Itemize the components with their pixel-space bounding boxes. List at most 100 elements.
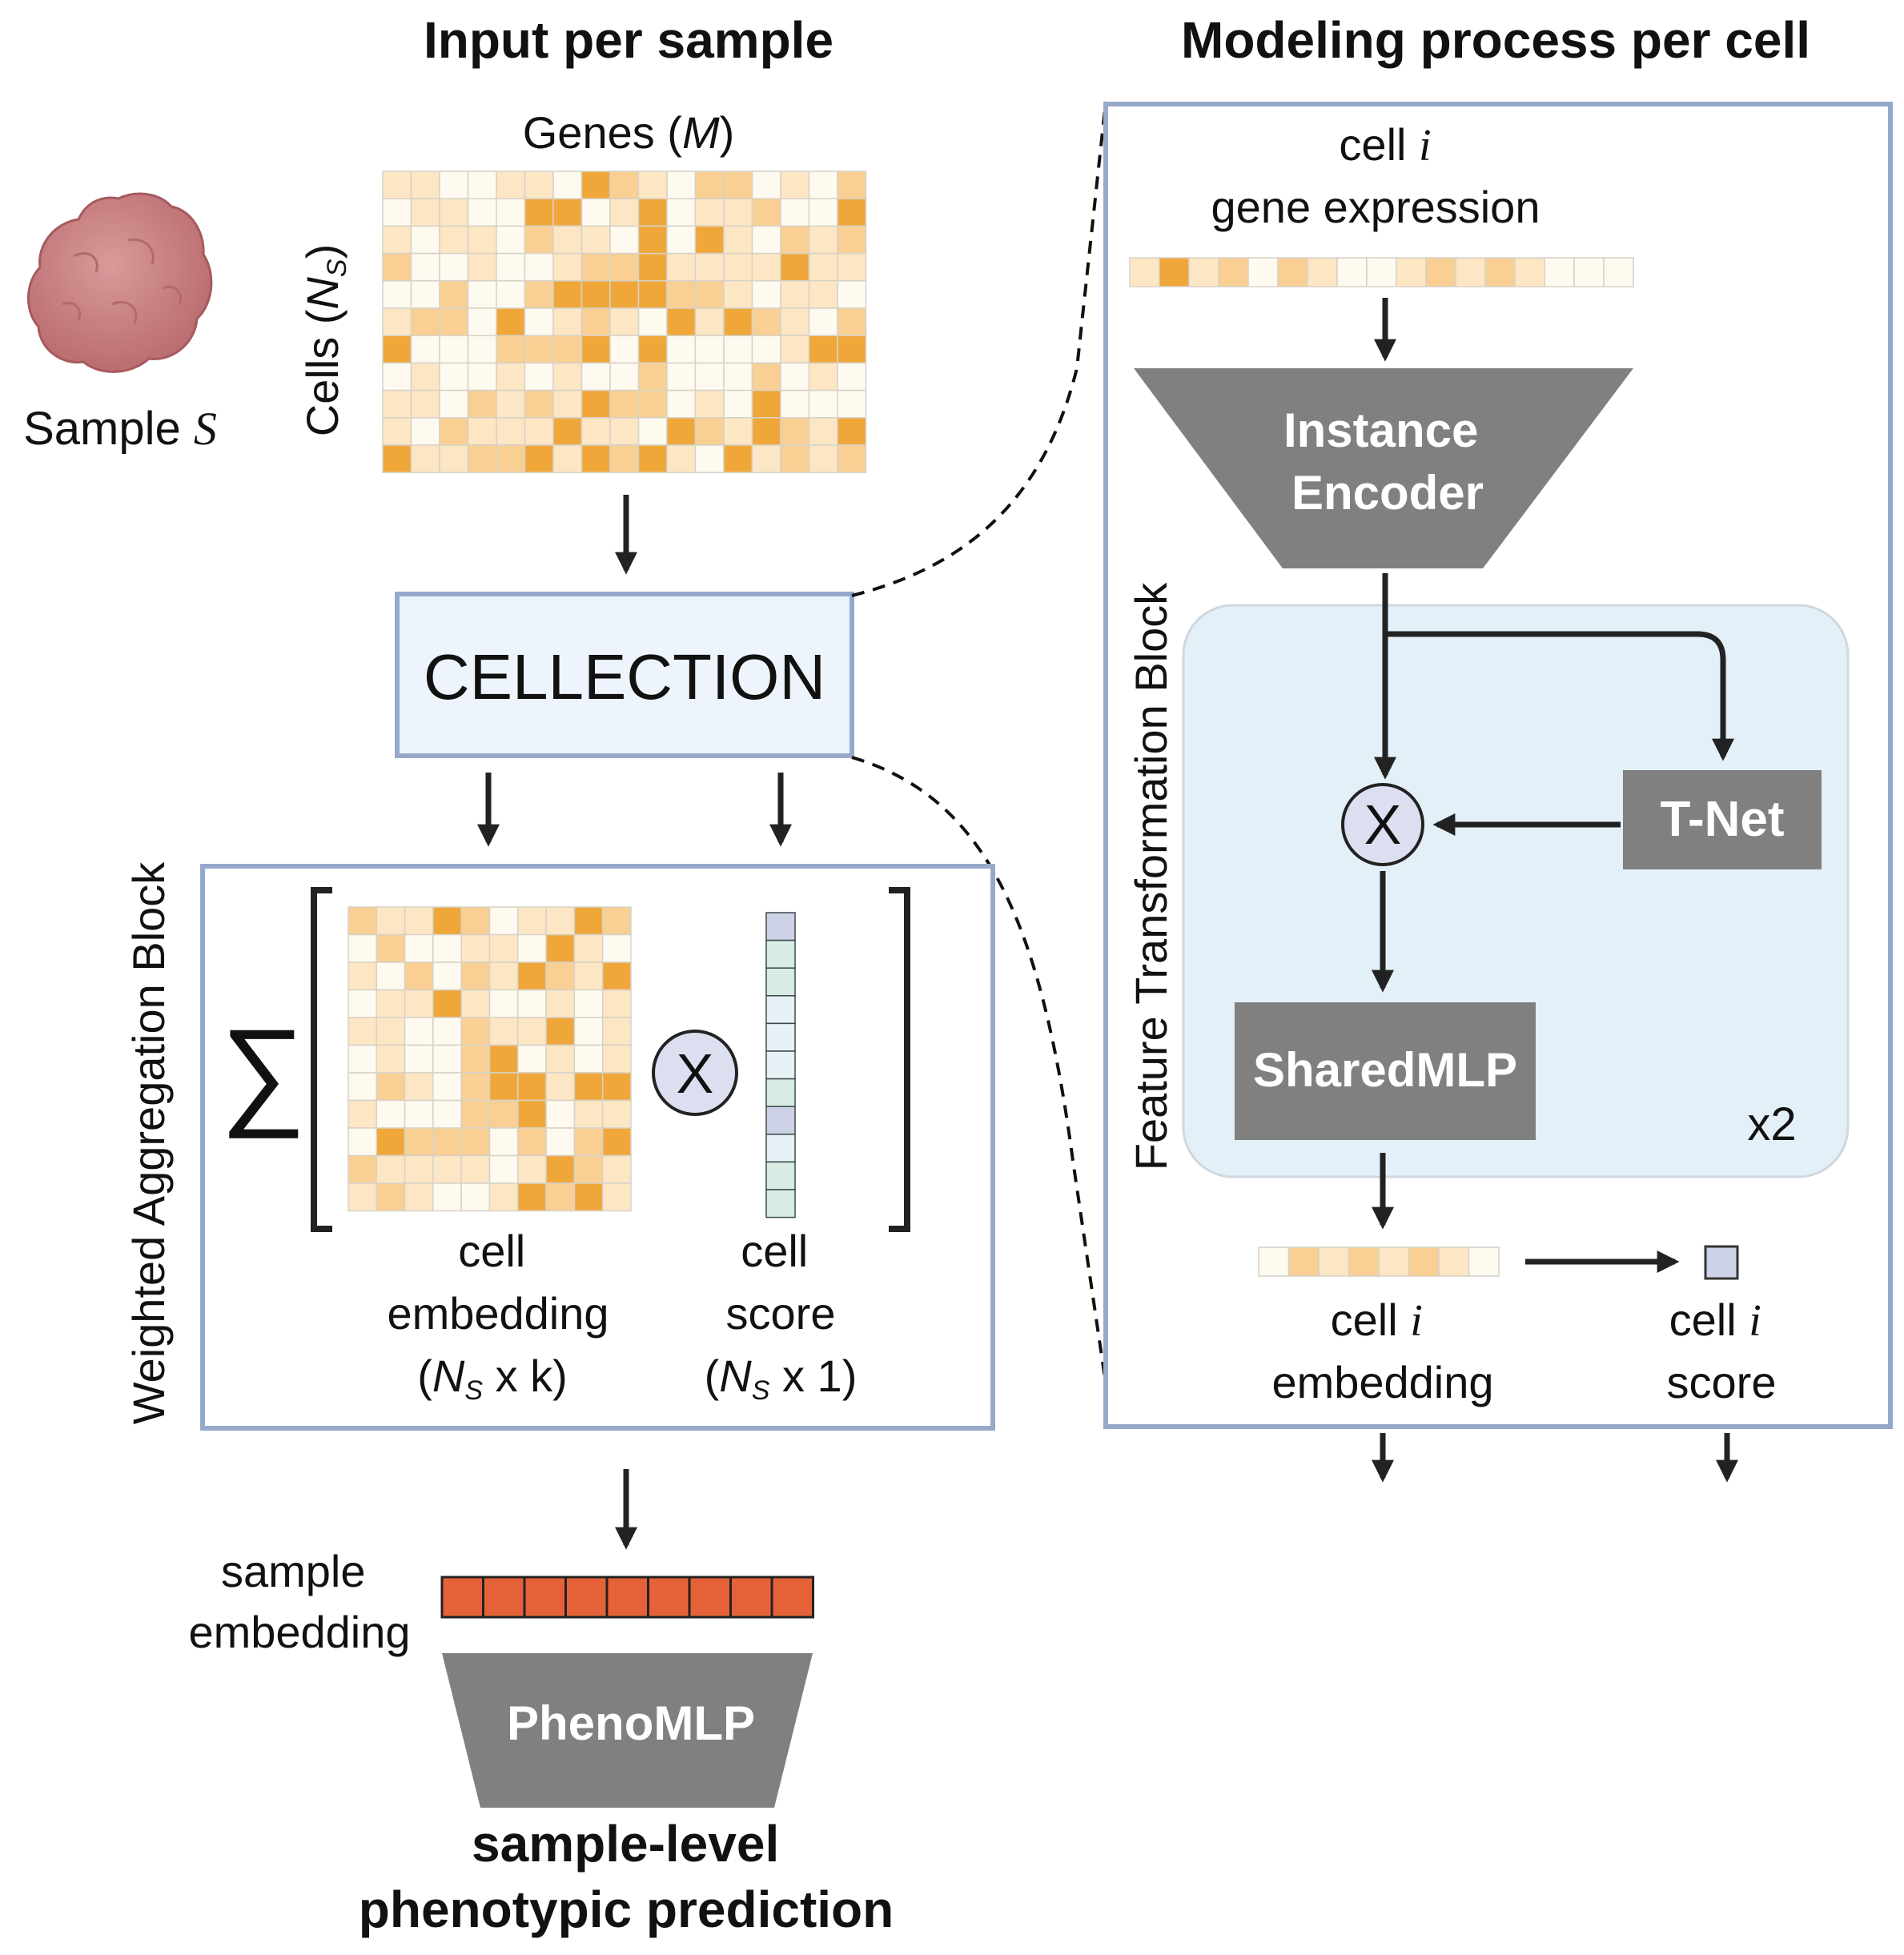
- matrix-cell: [552, 362, 583, 391]
- cell-i-embedding-label: cell i embedding: [1271, 1295, 1493, 1407]
- matrix-cell: [751, 362, 781, 391]
- embedding-cell: [545, 961, 576, 991]
- embedding-cell: [460, 933, 491, 963]
- embedding-cell: [517, 933, 547, 963]
- matrix-cell: [694, 198, 725, 227]
- matrix-cell: [666, 335, 697, 364]
- embedding-cell: [376, 1127, 406, 1157]
- embedding-cell: [347, 989, 378, 1018]
- sample-embedding-cell: [564, 1576, 609, 1619]
- embedding-cell: [601, 989, 632, 1018]
- matrix-cell: [410, 307, 440, 336]
- embedding-cell: [488, 1044, 519, 1074]
- sample-embedding-label: sample embedding: [188, 1546, 410, 1657]
- matrix-cell: [382, 252, 412, 282]
- matrix-cell: [496, 389, 526, 419]
- embedding-cell: [404, 1072, 434, 1102]
- phenomlp-label: PhenoMLP: [507, 1696, 755, 1750]
- embedding-cell: [488, 1099, 519, 1129]
- matrix-cell: [496, 252, 526, 282]
- matrix-cell: [410, 280, 440, 309]
- gene-vector-cell: [1573, 257, 1605, 287]
- embedding-cell: [488, 1127, 519, 1157]
- matrix-cell: [580, 307, 611, 336]
- matrix-cell: [780, 307, 810, 336]
- embedding-vector-cell: [1258, 1246, 1290, 1277]
- matrix-cell: [410, 362, 440, 391]
- matrix-cell: [524, 335, 554, 364]
- matrix-cell: [723, 252, 753, 282]
- embedding-cell: [488, 961, 519, 991]
- embedding-cell: [601, 1044, 632, 1074]
- embedding-cell: [432, 1072, 462, 1102]
- gene-vector-cell: [1396, 257, 1427, 287]
- matrix-cell: [723, 444, 753, 473]
- score-cell: [765, 1134, 796, 1163]
- embedding-cell: [347, 961, 378, 991]
- matrix-cell: [637, 307, 668, 336]
- cellection-box: [395, 592, 854, 758]
- embedding-cell: [460, 906, 491, 936]
- matrix-cell: [552, 171, 583, 199]
- score-cell: [765, 995, 796, 1025]
- embedding-vector-cell: [1287, 1246, 1320, 1277]
- matrix-cell: [609, 307, 640, 336]
- sample-embedding-cell: [688, 1576, 732, 1619]
- gene-vector-cell: [1307, 257, 1338, 287]
- matrix-cell: [837, 335, 867, 364]
- matrix-cell: [666, 444, 697, 473]
- embedding-vector-cell: [1438, 1246, 1470, 1277]
- feature-transformation-label: Feature Transformation Block: [1126, 582, 1176, 1171]
- embedding-cell: [573, 1017, 604, 1046]
- embedding-cell: [573, 961, 604, 991]
- matrix-cell: [439, 389, 469, 419]
- embedding-cell: [376, 933, 406, 963]
- matrix-cell: [552, 444, 583, 473]
- gene-vector-cell: [1366, 257, 1397, 287]
- matrix-cell: [439, 444, 469, 473]
- matrix-cell: [609, 171, 640, 199]
- score-cell: [765, 1022, 796, 1052]
- matrix-cell: [751, 280, 781, 309]
- matrix-cell: [439, 252, 469, 282]
- embedding-cell: [432, 933, 462, 963]
- embedding-cell: [432, 1099, 462, 1129]
- embedding-cell: [517, 1099, 547, 1129]
- score-cell: [765, 1161, 796, 1190]
- sample-embedding-cell: [729, 1576, 773, 1619]
- matrix-cell: [552, 225, 583, 255]
- matrix-cell: [382, 225, 412, 255]
- bracket-right: [889, 887, 910, 1232]
- gene-vector-cell: [1425, 257, 1456, 287]
- matrix-cell: [410, 225, 440, 255]
- embedding-cell: [545, 1154, 576, 1184]
- matrix-cell: [552, 335, 583, 364]
- matrix-cell: [467, 335, 497, 364]
- embedding-cell: [573, 933, 604, 963]
- matrix-cell: [808, 389, 838, 419]
- matrix-cell: [467, 389, 497, 419]
- matrix-cell: [808, 307, 838, 336]
- embedding-cell: [376, 1072, 406, 1102]
- matrix-cell: [637, 198, 668, 227]
- matrix-cell: [723, 362, 753, 391]
- matrix-cell: [751, 389, 781, 419]
- embedding-cell: [404, 989, 434, 1018]
- matrix-cell: [580, 252, 611, 282]
- matrix-cell: [496, 198, 526, 227]
- cell-embedding-label: cell embedding: [387, 1226, 609, 1339]
- cell-embedding-dims: (NS x k): [417, 1351, 568, 1406]
- embedding-cell: [460, 1154, 491, 1184]
- embedding-cell: [517, 989, 547, 1018]
- matrix-cell: [382, 307, 412, 336]
- matrix-cell: [439, 307, 469, 336]
- matrix-cell: [524, 225, 554, 255]
- matrix-cell: [637, 389, 668, 419]
- matrix-cell: [637, 362, 668, 391]
- gene-expression-matrix: [382, 171, 867, 473]
- embedding-cell: [376, 1017, 406, 1046]
- matrix-cell: [637, 225, 668, 255]
- repeat-label: x2: [1747, 1098, 1796, 1150]
- matrix-cell: [580, 171, 611, 199]
- matrix-cell: [467, 171, 497, 199]
